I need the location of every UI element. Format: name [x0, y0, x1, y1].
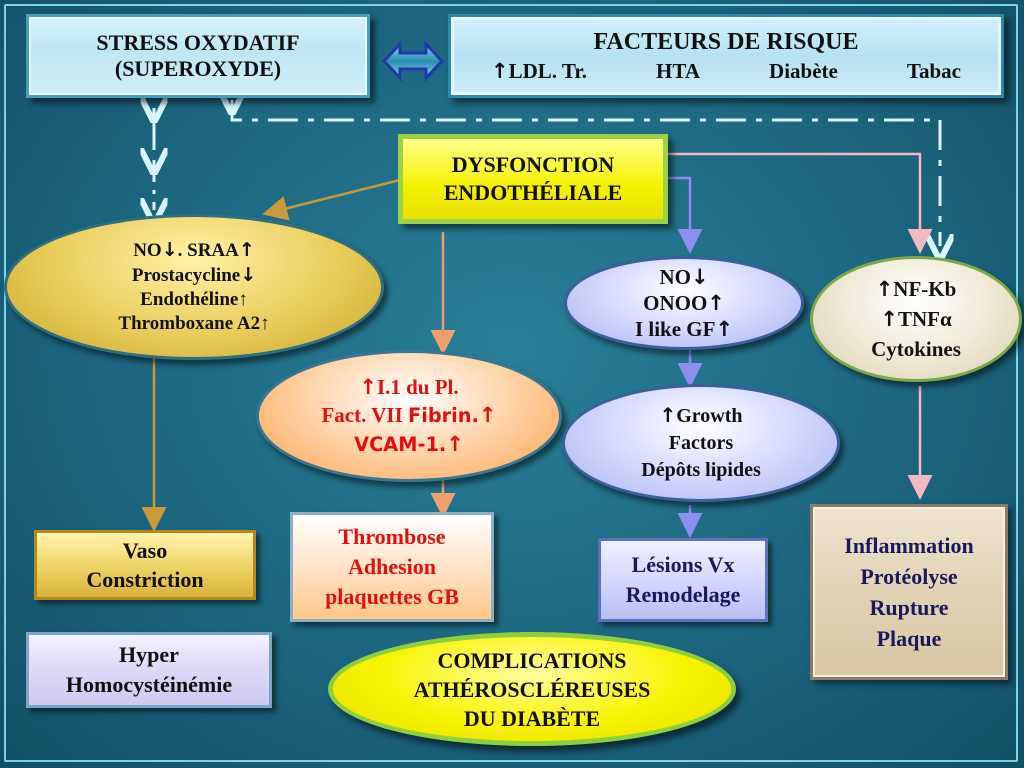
facteurs-risque-box: FACTEURS DE RISQUE ↑LDL. Tr. HTA Diabète…	[448, 14, 1004, 98]
lesions-vx-box: Lésions Vx Remodelage	[598, 538, 768, 622]
onoo-line2: ONOO↑	[643, 291, 725, 315]
slide-frame	[4, 4, 1018, 762]
down-arrow-icon: ↓	[690, 265, 709, 289]
inflammation-box: Inflammation Protéolyse Rupture Plaque	[810, 504, 1008, 680]
vaso-line2: Constriction	[86, 567, 204, 592]
inflam-line2: Protéolyse	[860, 564, 958, 589]
facteurs-items: ↑LDL. Tr. HTA Diabète Tabac	[491, 58, 961, 84]
arrow-dysf-onoo	[668, 176, 703, 254]
hyper-line2: Homocystéinémie	[65, 672, 233, 697]
nfkb-ellipse: ↑NF-Kb ↑TNFα Cytokines	[810, 256, 1022, 382]
down-arrow-icon: ↓	[161, 239, 178, 261]
stress-oxydatif-box: STRESS OXYDATIF (SUPEROXYDE)	[26, 14, 370, 98]
inflam-line4: Plaque	[876, 626, 942, 651]
thrombose-line3: plaquettes GB	[325, 584, 459, 609]
no-sraa-ellipse: NO↓. SRAA↑ Prostacycline↓ Endothéline↑ T…	[4, 214, 384, 360]
thrombose-line1: Thrombose	[338, 524, 446, 549]
thrombose-line2: Adhesion	[347, 554, 437, 579]
nfkb-line1: ↑NF-Kb	[875, 277, 957, 301]
compl-line2: ATHÉROSCLÉREUSES	[413, 676, 651, 702]
stress-line1: STRESS OXYDATIF	[96, 30, 300, 55]
up-arrow-icon: ↑	[659, 403, 677, 427]
dysfonction-endotheliale-box: DYSFONCTION ENDOTHÉLIALE	[398, 134, 668, 224]
no-sraa-line2: Prostacycline↓	[131, 264, 257, 286]
no-onoo-ellipse: NO↓ ONOO↑ I like GF↑	[564, 256, 804, 350]
up-arrow-icon: ↑	[880, 307, 898, 331]
lesions-line1: Lésions Vx	[631, 552, 735, 577]
up-arrow-icon: ↑	[446, 432, 464, 456]
nfkb-line3: Cytokines	[871, 337, 961, 361]
up-arrow-icon: ↑	[491, 59, 509, 83]
thrombose-box: Thrombose Adhesion plaquettes GB	[290, 512, 494, 622]
nfkb-line2: ↑TNFα	[880, 307, 952, 331]
growth-line2: Factors	[668, 432, 734, 454]
onoo-line3: I like GF↑	[634, 317, 734, 341]
vaso-line1: Vaso	[122, 538, 168, 563]
up-arrow-icon: ↑	[238, 239, 255, 261]
dysfonction-line2: ENDOTHÉLIALE	[443, 180, 623, 205]
growth-line1: ↑Growth	[659, 403, 743, 427]
up-arrow-icon: ↑	[707, 291, 725, 315]
stress-line2: (SUPEROXYDE)	[114, 56, 282, 81]
up-arrow-icon: ↑	[478, 403, 497, 427]
double-arrow-icon	[382, 40, 444, 82]
facteur-ldl: ↑LDL. Tr.	[491, 59, 588, 83]
facteur-hta: HTA	[656, 59, 700, 83]
no-sraa-line4: Thromboxane A2↑	[118, 313, 270, 334]
dash-connector-top	[232, 100, 940, 246]
arrow-dysf-nfkb	[668, 152, 933, 254]
no-sraa-line1: NO↓. SRAA↑	[133, 239, 255, 261]
inflam-line1: Inflammation	[844, 533, 974, 558]
complications-ellipse: COMPLICATIONS ATHÉROSCLÉREUSES DU DIABÈT…	[328, 632, 736, 746]
hyper-homocysteinemie-box: Hyper Homocystéinémie	[26, 632, 272, 708]
growth-factors-ellipse: ↑Growth Factors Dépôts lipides	[562, 384, 840, 502]
growth-line3: Dépôts lipides	[641, 459, 761, 481]
lesions-line2: Remodelage	[625, 582, 741, 607]
plaquettes-ellipse: ↑I.1 du Pl. Fact. VII Fibrin.↑ VCAM-1.↑	[256, 350, 562, 482]
dysfonction-line1: DYSFONCTION	[451, 152, 615, 177]
plaq-line1: ↑I.1 du Pl.	[359, 375, 459, 399]
up-arrow-icon: ↑	[715, 317, 734, 341]
facteur-diabete: Diabète	[769, 59, 838, 83]
arrow-dysf-nosraa	[262, 178, 401, 221]
plaq-line3: VCAM-1.↑	[354, 432, 464, 456]
facteurs-title: FACTEURS DE RISQUE	[593, 29, 859, 55]
plaq-line2: Fact. VII Fibrin.↑	[321, 403, 497, 427]
no-sraa-line3: Endothéline↑	[140, 289, 248, 310]
facteur-tabac: Tabac	[906, 59, 961, 83]
hyper-line1: Hyper	[119, 642, 179, 667]
up-arrow-icon: ↑	[359, 375, 377, 399]
compl-line3: DU DIABÈTE	[463, 705, 601, 731]
compl-line1: COMPLICATIONS	[437, 647, 627, 673]
up-arrow-icon: ↑	[875, 277, 894, 301]
vaso-constriction-box: Vaso Constriction	[34, 530, 256, 600]
onoo-line1: NO↓	[659, 265, 709, 289]
down-arrow-icon: ↓	[240, 264, 257, 286]
inflam-line3: Rupture	[869, 595, 949, 620]
